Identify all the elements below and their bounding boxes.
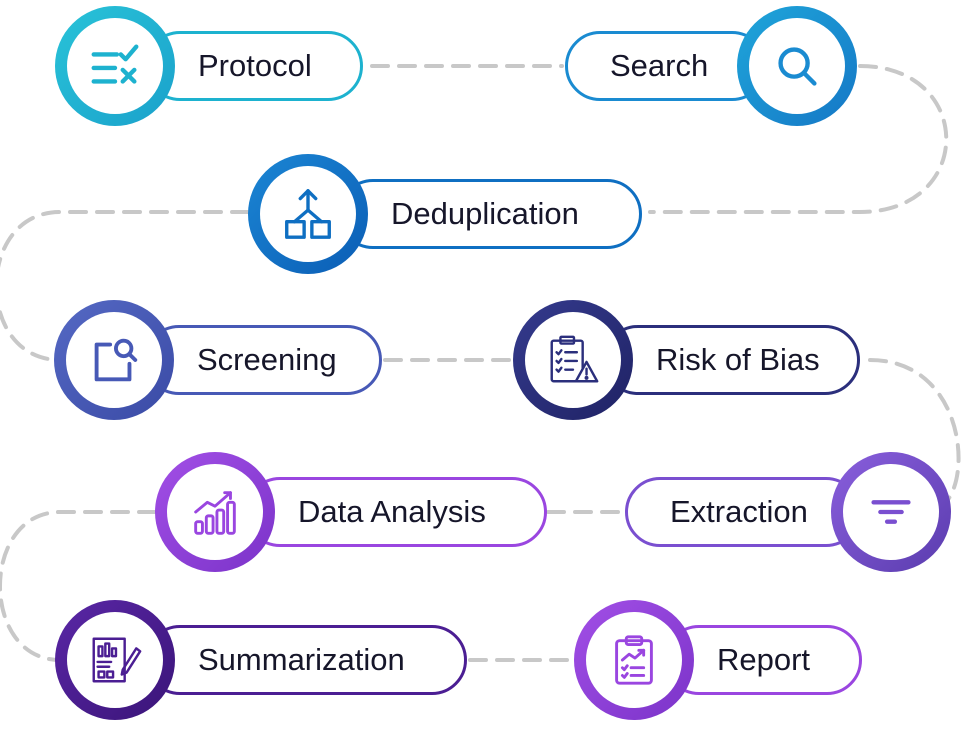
clipboard-chart-icon (615, 635, 653, 685)
bar-chart-icon (194, 491, 236, 535)
step-data-analysis-badge (155, 452, 275, 572)
step-deduplication-label: Deduplication (391, 196, 579, 231)
step-extraction-pill[interactable]: Extraction (625, 477, 861, 547)
report-edit-icon (92, 637, 142, 683)
step-report-badge (574, 600, 694, 720)
connector-search-deduplication (648, 64, 949, 214)
step-screening[interactable]: Screening (54, 300, 382, 420)
filter-icon (871, 500, 911, 524)
step-screening-pill[interactable]: Screening (144, 325, 382, 395)
step-protocol-pill[interactable]: Protocol (145, 31, 363, 101)
step-search-badge (737, 6, 857, 126)
merge-icon (285, 189, 331, 239)
step-summarization-badge (55, 600, 175, 720)
checklist-icon (91, 44, 139, 84)
step-risk-of-bias-pill[interactable]: Risk of Bias (603, 325, 860, 395)
step-protocol[interactable]: Protocol (55, 6, 363, 126)
step-search-label: Search (610, 48, 709, 83)
step-report-pill[interactable]: Report (664, 625, 862, 695)
step-deduplication-pill[interactable]: Deduplication (338, 179, 642, 249)
step-data-analysis-label: Data Analysis (298, 494, 486, 529)
connector-dataanalysis-summarization (0, 510, 157, 662)
search-icon (778, 47, 817, 86)
step-protocol-badge (55, 6, 175, 126)
step-risk-of-bias-badge (513, 300, 633, 420)
step-deduplication-badge (248, 154, 368, 274)
step-risk-of-bias[interactable]: Risk of Bias (513, 300, 860, 420)
step-data-analysis[interactable]: Data Analysis (155, 452, 547, 572)
step-risk-of-bias-label: Risk of Bias (656, 342, 820, 377)
step-extraction-badge (831, 452, 951, 572)
step-extraction-label: Extraction (670, 494, 808, 529)
step-report[interactable]: Report (574, 600, 862, 720)
step-search-pill[interactable]: Search (565, 31, 767, 101)
step-summarization-label: Summarization (198, 642, 405, 677)
clipboard-warning-icon (550, 335, 599, 383)
document-search-icon (94, 338, 138, 382)
step-summarization-pill[interactable]: Summarization (145, 625, 467, 695)
step-deduplication[interactable]: Deduplication (248, 154, 642, 274)
step-protocol-label: Protocol (198, 48, 312, 83)
step-summarization[interactable]: Summarization (55, 600, 467, 720)
step-search[interactable]: Search (565, 6, 857, 126)
step-report-label: Report (717, 642, 811, 677)
step-screening-label: Screening (197, 342, 337, 377)
step-screening-badge (54, 300, 174, 420)
step-extraction[interactable]: Extraction (625, 452, 951, 572)
step-data-analysis-pill[interactable]: Data Analysis (245, 477, 547, 547)
